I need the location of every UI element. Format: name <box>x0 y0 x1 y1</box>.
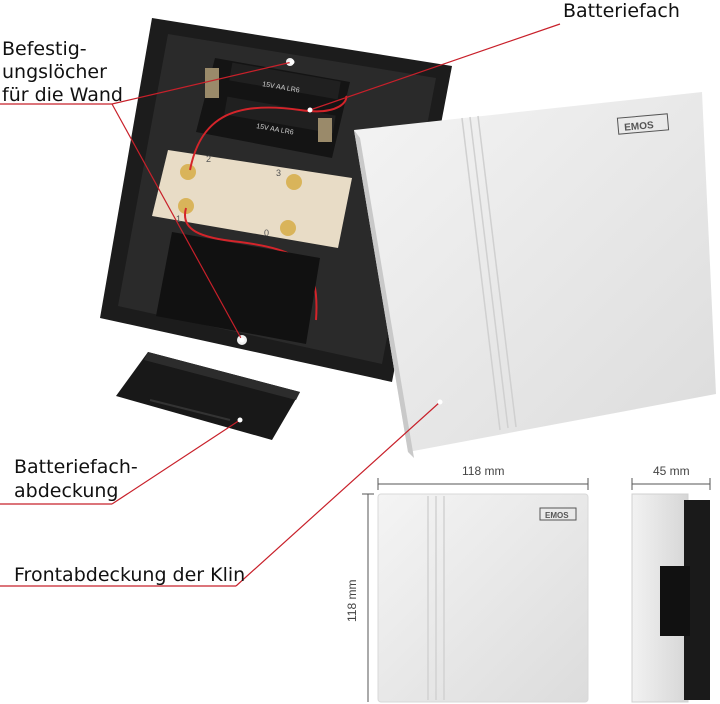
front-view: EMOS <box>377 493 589 703</box>
terminal-number: 2 <box>206 154 211 164</box>
leader-dot <box>237 417 243 423</box>
label-batteriefach: Batteriefach <box>563 0 680 22</box>
battery-spring <box>205 68 219 98</box>
front-cover: EMOS <box>354 92 716 458</box>
leader-dot <box>289 59 295 65</box>
label-befestigung-line2: ungslöcher <box>2 61 107 83</box>
leader-dot <box>437 399 443 405</box>
brand-logo-frame <box>616 113 670 135</box>
terminal-block: 1 2 3 0 <box>152 95 352 321</box>
dimension-height: 118 mm <box>345 579 359 622</box>
terminal-screw <box>178 198 194 214</box>
label-abdeckung-line2: abdeckung <box>14 480 119 502</box>
label-befestigung-line1: Befestig- <box>2 38 87 60</box>
wire <box>189 95 348 171</box>
terminal-screw <box>286 174 302 190</box>
side-view <box>631 493 710 703</box>
brand-logo-small: EMOS <box>545 511 569 520</box>
label-frontabdeckung: Frontabdeckung der Klin <box>14 564 246 586</box>
battery-spring <box>318 118 332 142</box>
label-abdeckung-line1: Batteriefach- <box>14 456 138 478</box>
dimension-depth: 45 mm <box>653 464 690 478</box>
brand-logo: EMOS <box>624 120 655 134</box>
dimension-lines <box>362 478 711 702</box>
leader-lines <box>0 23 561 587</box>
label-befestigung-line3: für die Wand <box>2 84 123 106</box>
terminal-screw <box>280 220 296 236</box>
terminal-number: 1 <box>176 214 181 224</box>
terminal-number: 0 <box>264 228 269 238</box>
terminal-screw <box>180 164 196 180</box>
terminal-number: 3 <box>276 168 281 178</box>
dimension-width: 118 mm <box>462 464 505 478</box>
leader-dot <box>307 107 313 113</box>
leader-dot <box>239 337 245 343</box>
lower-compartment <box>156 232 320 344</box>
battery-cover-piece <box>116 352 300 440</box>
leader-batteriefach <box>309 23 561 111</box>
